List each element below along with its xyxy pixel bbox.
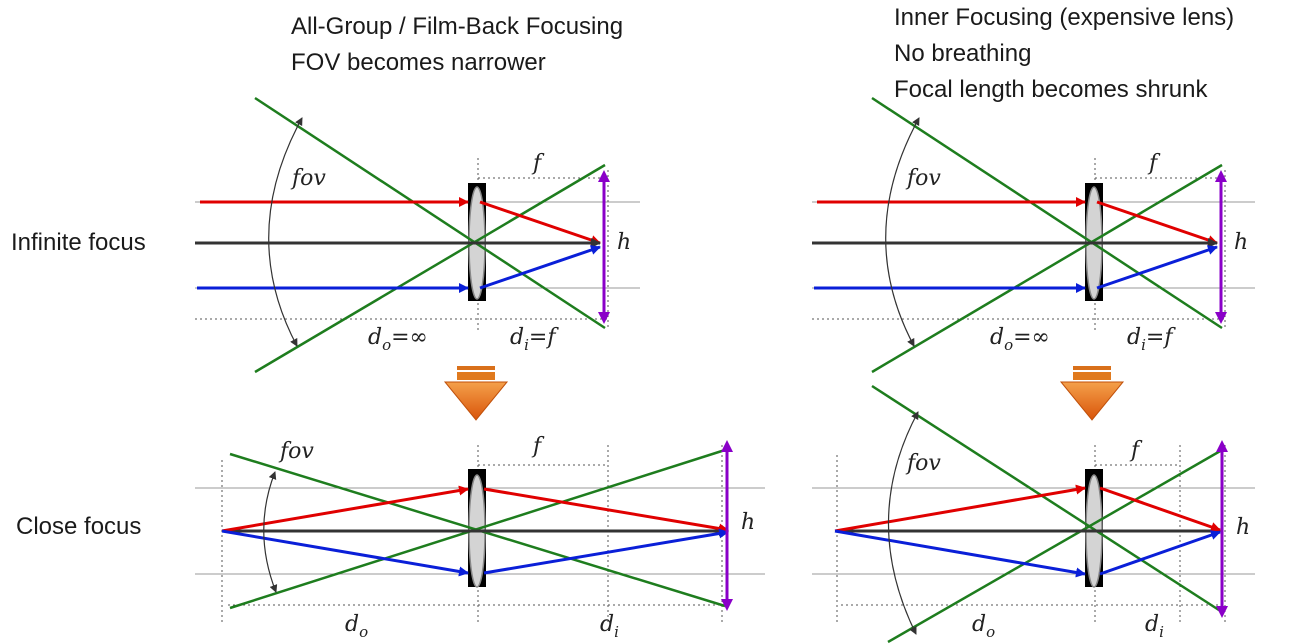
image-height-label: h [1236,515,1250,540]
fov-line [871,163,1223,374]
blue-ray [834,529,1086,578]
red-ray [834,484,1086,533]
right-title-line-3: Focal length becomes shrunk [894,76,1208,103]
object-distance-label: do=∞ [368,325,428,354]
blue-ray [1096,245,1218,290]
fov-arc [268,117,303,347]
image-height-label: h [1234,230,1248,255]
image-height-label: h [741,510,755,535]
fov-label: fov [905,451,941,476]
focal-length-label: f [1129,438,1143,463]
fov-arc [887,411,919,635]
red-ray [221,485,469,533]
row-label-infinite-focus: Infinite focus [11,229,146,256]
image-distance-label: di=f [1127,325,1176,354]
right-title-line-1: Inner Focusing (expensive lens) [894,4,1235,31]
image-distance-label: di [600,612,619,641]
focal-length-label: f [531,434,545,459]
left-title-line-1: All-Group / Film-Back Focusing [291,13,624,40]
left-title-line-2: FOV becomes narrower [291,49,546,76]
fov-arc [263,471,278,593]
left-close-diagram [195,440,765,625]
focal-length-label: f [531,151,545,176]
fov-line [887,448,1223,644]
fov-arc [885,117,920,347]
blue-ray [1099,530,1221,576]
image-distance-label: di [1145,612,1164,641]
blue-ray [479,245,601,290]
image-height-label: h [617,230,631,255]
red-ray [1096,200,1218,245]
red-ray [483,487,729,534]
fov-line [871,384,1223,614]
fov-line [254,163,606,374]
right-title-line-2: No breathing [894,40,1032,67]
left-infinite-diagram [195,96,640,374]
right-infinite-diagram [812,96,1255,374]
fov-label: fov [278,439,314,464]
focal-length-label: f [1147,151,1161,176]
fov-label: fov [290,166,326,191]
fov-label: fov [905,166,941,191]
fov-line [254,96,606,330]
fov-line [871,96,1223,330]
fov-line [229,448,726,610]
object-distance-label: do=∞ [990,325,1050,354]
blue-ray [221,529,469,577]
red-ray [1099,486,1221,532]
image-distance-label: di=f [510,325,559,354]
down-arrow-left [443,366,509,421]
right-close-diagram [812,384,1255,644]
red-ray [479,200,601,245]
row-label-close-focus: Close focus [16,513,142,540]
down-arrow-right [1059,366,1125,421]
blue-ray [483,528,729,575]
object-distance-label: do [972,612,995,641]
object-distance-label: do [345,612,368,641]
